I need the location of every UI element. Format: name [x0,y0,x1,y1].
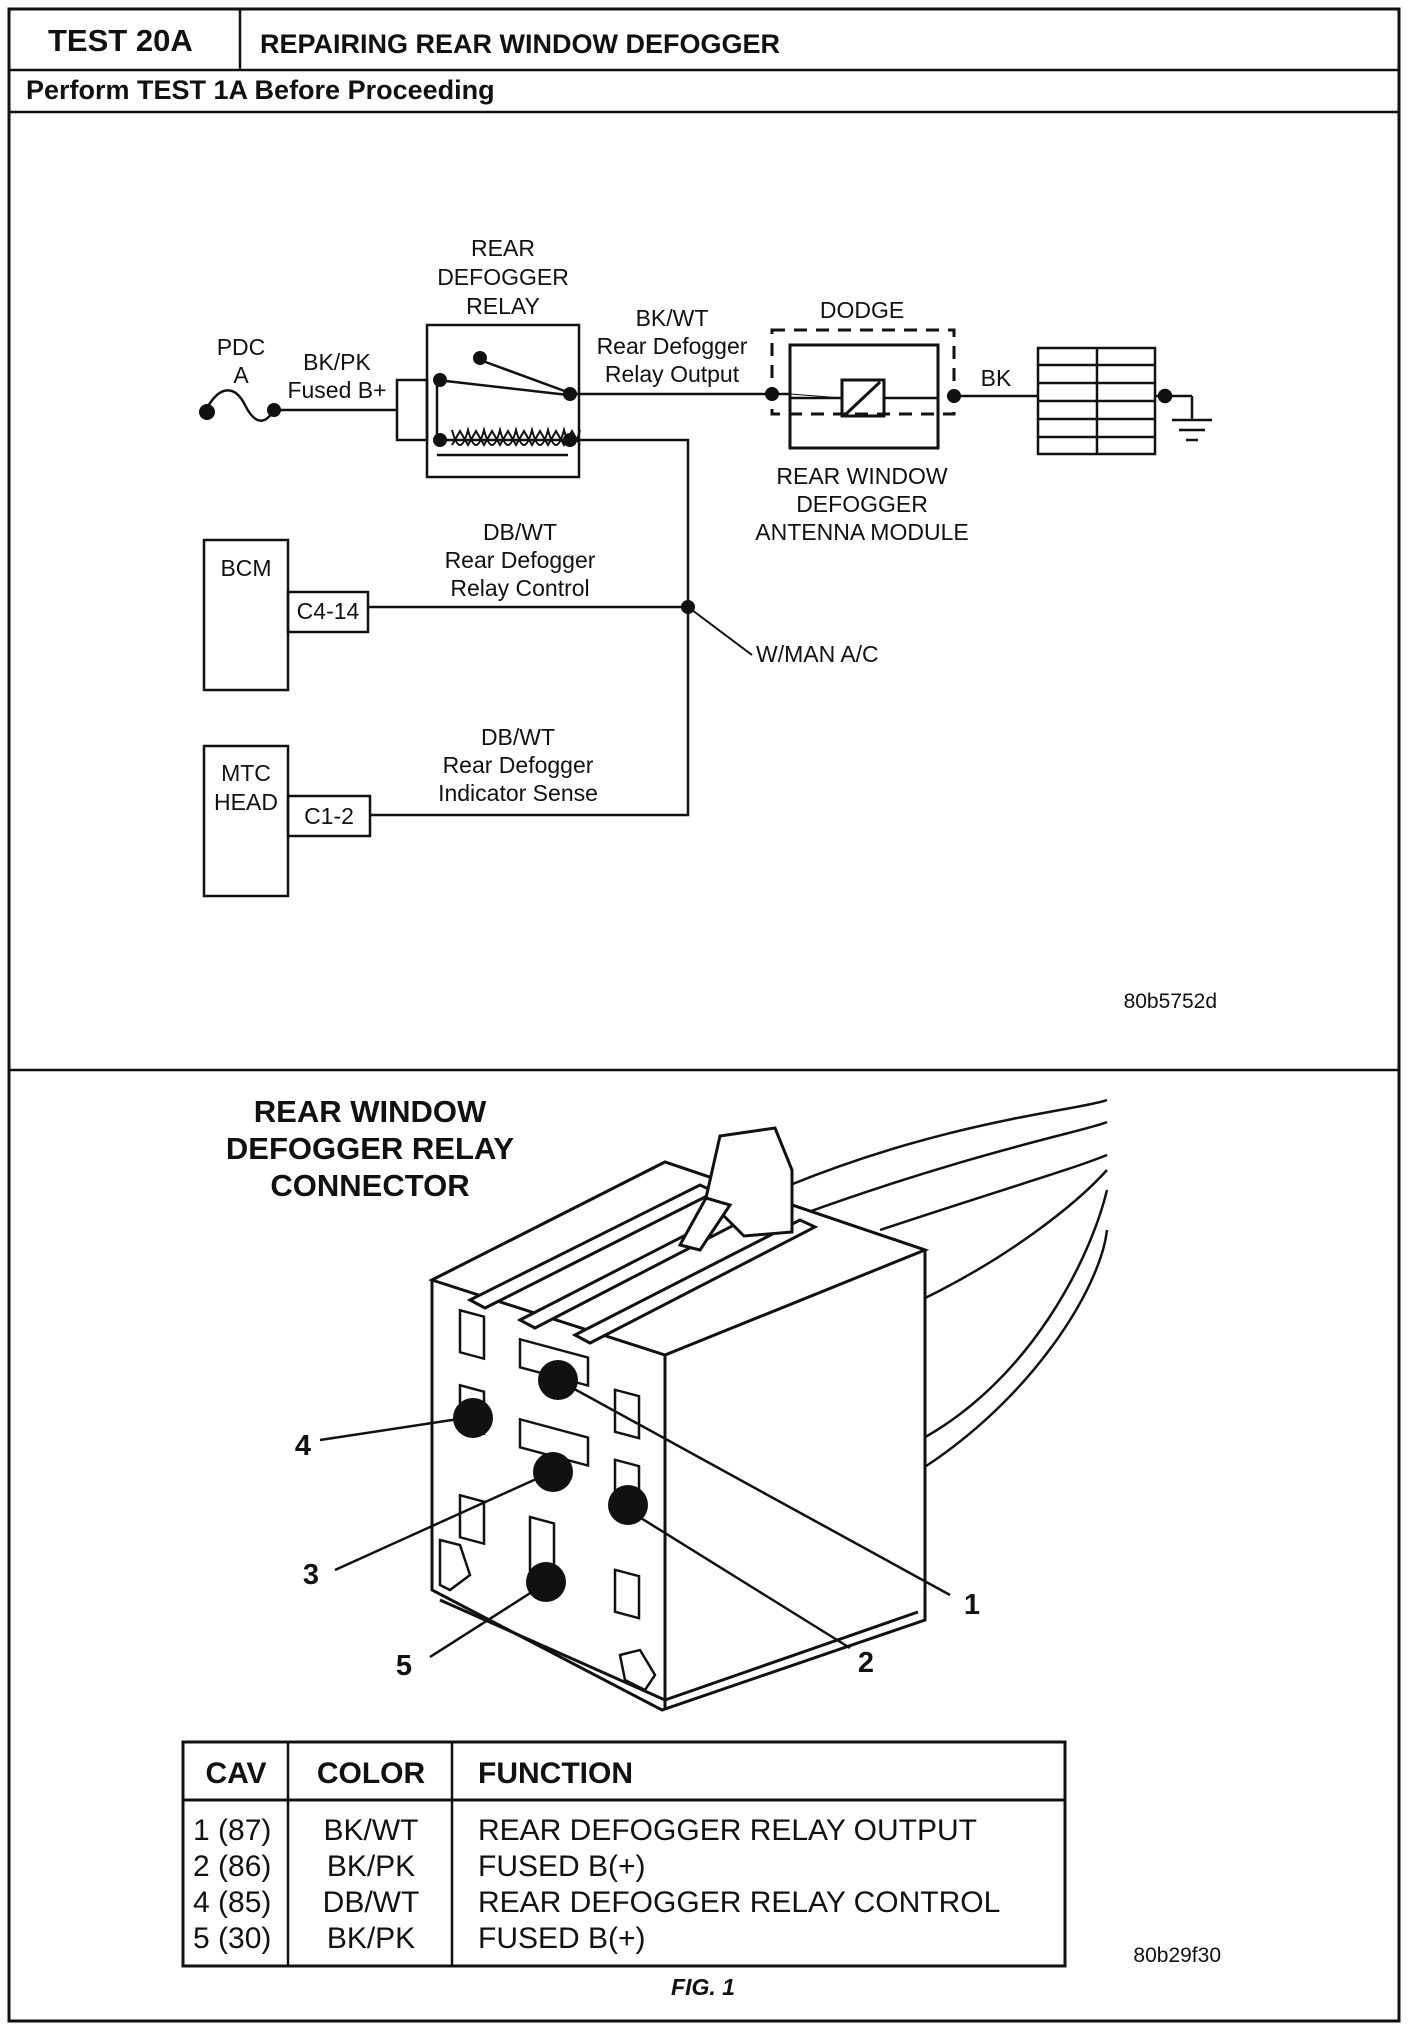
module-label-line-2: DEFOGGER [796,491,928,517]
table-cell: 2 (86) [193,1850,271,1883]
prerequisite-note: Perform TEST 1A Before Proceeding [26,75,495,105]
table-cell: 5 (30) [193,1922,271,1955]
mtc-label-line-2: HEAD [214,789,278,815]
pinout-table: CAV COLOR FUNCTION 1 (87) BK/WT REAR DEF… [181,1740,1067,1968]
bcm-connector-id: C4-14 [297,598,360,624]
control-wire-color: DB/WT [483,519,557,545]
callout-leaders [319,1378,951,1659]
table-cell: 1 (87) [193,1814,271,1847]
pdc-label-line-2: A [233,362,249,388]
dodge-label: DODGE [820,297,904,323]
mtc-label-line-1: MTC [221,760,271,786]
table-cell: FUSED B(+) [478,1850,646,1883]
output-wire-function-1: Rear Defogger [597,333,748,359]
table-header-cav: CAV [205,1757,266,1790]
antenna-module-symbol [770,328,956,450]
table-cell: DB/WT [323,1886,420,1919]
table-cell: FUSED B(+) [478,1922,646,1955]
control-bus-wire [562,438,690,817]
module-label-line-1: REAR WINDOW [776,463,948,489]
bcm-label: BCM [220,555,271,581]
relay-title-line-3: RELAY [466,293,540,319]
sense-wire-function-2: Indicator Sense [438,780,598,806]
test-id: TEST 20A [48,23,193,58]
table-cell: BK/PK [327,1922,415,1955]
wiring-schematic: REAR DEFOGGER RELAY PDC A [199,235,1217,1013]
fused-wire-color: BK/PK [303,349,371,375]
table-header-color: COLOR [317,1757,426,1790]
relay-title-line-1: REAR [471,235,535,261]
callout-3: 3 [303,1559,319,1591]
output-wire-function-2: Relay Output [605,361,740,387]
connector-body [428,1126,930,1712]
page-title: REPAIRING REAR WINDOW DEFOGGER [260,29,780,59]
table-cell: BK/WT [324,1814,419,1847]
connector-cavities [438,1308,657,1692]
callout-1: 1 [964,1589,980,1621]
connector-ref-code: 80b29f30 [1133,1944,1221,1967]
man-ac-leader [687,606,753,656]
table-cell: BK/PK [327,1850,415,1883]
sense-wire-function-1: Rear Defogger [443,752,594,778]
mtc-connector-id: C1-2 [304,803,354,829]
pdc-label-line-1: PDC [217,334,266,360]
callout-2: 2 [858,1647,874,1679]
module-label-line-3: ANTENNA MODULE [755,519,968,545]
control-wire-function-1: Rear Defogger [445,547,596,573]
control-wire-function-2: Relay Control [450,575,589,601]
ground-symbol [1155,388,1212,442]
connector-wires [789,1098,1109,1472]
man-ac-label: W/MAN A/C [756,641,879,667]
fused-wire-function: Fused B+ [287,377,386,403]
figure-caption: FIG. 1 [671,1974,735,2000]
relay-title-line-2: DEFOGGER [437,264,569,290]
bk-wire-color: BK [981,365,1012,391]
pdc-fuse-symbol [199,389,281,422]
bcm-connector-box [286,590,370,634]
connector-illustration: REAR WINDOW DEFOGGER RELAY CONNECTOR [226,1094,1109,1712]
table-header-function: FUNCTION [478,1757,633,1790]
table-cell: REAR DEFOGGER RELAY CONTROL [478,1886,1000,1919]
page-frame [7,7,1401,2023]
defogger-relay-symbol [395,323,581,479]
rear-window-grid-symbol [1036,346,1157,456]
table-cell: REAR DEFOGGER RELAY OUTPUT [478,1814,977,1847]
connector-title-line-2: DEFOGGER RELAY [226,1131,515,1166]
connector-title-line-1: REAR WINDOW [254,1094,487,1129]
table-cell: 4 (85) [193,1886,271,1919]
schematic-ref-code: 80b5752d [1124,990,1217,1013]
callout-4: 4 [295,1430,311,1462]
callout-5: 5 [396,1650,412,1682]
connector-title-line-3: CONNECTOR [270,1168,469,1203]
output-wire-color: BK/WT [636,305,709,331]
sense-wire-color: DB/WT [481,724,555,750]
